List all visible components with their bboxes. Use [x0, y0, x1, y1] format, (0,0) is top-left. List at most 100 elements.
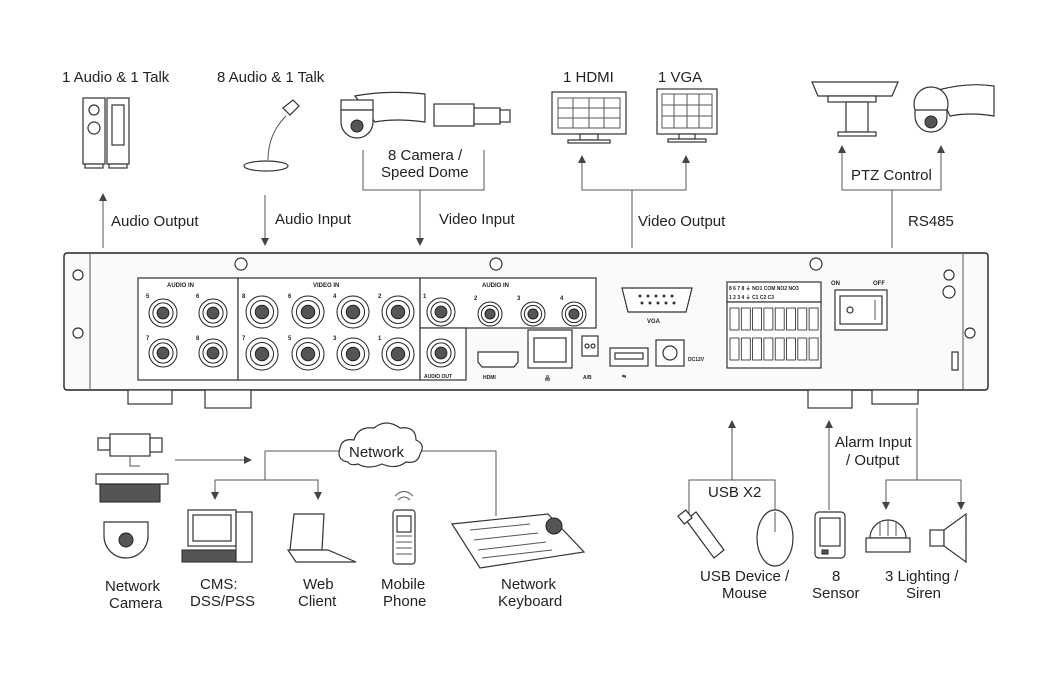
- alarm-terminal-pin: [740, 307, 751, 331]
- label-keyboard-l2: Keyboard: [498, 593, 562, 610]
- audio-in-right-label: AUDIO IN: [482, 283, 509, 289]
- ptz-camera-icon: [811, 81, 899, 137]
- network-camera-icon: [95, 433, 169, 559]
- label-network-camera-l1: Network: [105, 578, 161, 595]
- label-audio-in-device: 8 Audio & 1 Talk: [217, 69, 325, 86]
- audio-out-label: AUDIO OUT: [424, 374, 452, 380]
- label-mobile-l1: Mobile: [381, 576, 425, 593]
- vga-port-label: VGA: [647, 319, 661, 325]
- alarm-terminal-pin: [786, 337, 796, 361]
- label-usb-x2: USB X2: [708, 484, 761, 501]
- alarm-terminal-pin: [797, 337, 808, 361]
- video-in-port: 8: [242, 294, 279, 329]
- svg-text:2: 2: [378, 294, 382, 300]
- video-in-port: 6: [288, 294, 325, 329]
- box-camera-icon: [433, 103, 511, 127]
- hdmi-port-label: HDMI: [483, 375, 496, 381]
- alarm-terminal-pin: [740, 337, 751, 361]
- alarm-terminal-pin: [808, 337, 819, 361]
- alarm-terminal-pin: [763, 307, 774, 331]
- mobile-phone-icon: [392, 491, 416, 565]
- alarm-terminal-pin: [729, 337, 740, 361]
- video-in-port: 7: [242, 336, 279, 371]
- audio-in-port: 8: [196, 336, 228, 368]
- label-audio-input: Audio Input: [275, 211, 352, 228]
- svg-text:8: 8: [196, 336, 200, 342]
- alarm-terminal-pin: [797, 307, 808, 331]
- vga-port: VGA: [621, 287, 693, 325]
- audio-in-port: 3: [517, 296, 546, 327]
- label-ptz: PTZ Control: [851, 167, 932, 184]
- label-vga: 1 VGA: [658, 69, 702, 86]
- cms-computer-icon: [181, 509, 253, 563]
- label-video-input: Video Input: [439, 211, 515, 228]
- label-web-l2: Client: [298, 593, 337, 610]
- rs485-port: A/B: [581, 335, 599, 381]
- svg-text:5: 5: [146, 294, 150, 300]
- audio-in-port: 7: [146, 336, 178, 368]
- svg-text:品: 品: [545, 375, 550, 382]
- audio-in-port: 1: [423, 294, 456, 327]
- video-in-port: 2: [378, 294, 415, 329]
- svg-text:6: 6: [288, 294, 292, 300]
- label-audio-out-device: 1 Audio & 1 Talk: [62, 69, 170, 86]
- vga-monitor-icon: [656, 88, 718, 143]
- audio-in-left-block: AUDIO IN: [137, 277, 239, 381]
- svg-text:5: 5: [288, 336, 292, 342]
- svg-text:2: 2: [474, 296, 478, 302]
- dc-power-port: DC12V: [655, 339, 705, 367]
- label-usb-device-l2: Mouse: [722, 585, 767, 602]
- power-switch: ON OFF: [831, 281, 959, 371]
- network-cloud-icon: Network: [338, 422, 423, 468]
- label-camera-line2: Speed Dome: [381, 164, 469, 181]
- audio-in-left-label: AUDIO IN: [167, 283, 194, 289]
- label-web-l1: Web: [303, 576, 334, 593]
- label-network: Network: [349, 444, 405, 461]
- power-on-label: ON: [831, 281, 840, 287]
- svg-text:4: 4: [333, 294, 337, 300]
- power-off-label: OFF: [873, 281, 885, 287]
- video-in-label: VIDEO IN: [313, 283, 339, 289]
- alarm-terminal-pin: [774, 307, 785, 331]
- svg-text:1: 1: [378, 336, 382, 342]
- label-camera-line1: 8 Camera /: [388, 147, 463, 164]
- audio-in-port: 2: [474, 296, 503, 327]
- mouse-icon: [756, 509, 794, 567]
- microphone-icon: [243, 99, 300, 172]
- svg-text:3: 3: [333, 336, 337, 342]
- alarm-top-label: 8 6 7 8 ⏚ NO1 COM NO2 NO3: [729, 285, 799, 292]
- video-in-port: 1: [378, 336, 415, 371]
- audio-out-port: [426, 338, 456, 368]
- label-network-camera-l2: Camera: [109, 595, 163, 612]
- usb-port: ⇆: [609, 347, 649, 380]
- alarm-bottom-label: 1 2 3 4 ⏚ C1 C2 C3: [729, 294, 774, 301]
- video-in-port: 5: [288, 336, 325, 371]
- label-lighting-l1: 3 Lighting /: [885, 568, 959, 585]
- video-in-port: 3: [333, 336, 370, 371]
- alarm-terminal-pin: [808, 307, 819, 331]
- hdmi-port: HDMI: [477, 351, 519, 381]
- alarm-terminal-pin: [752, 307, 762, 331]
- label-audio-output: Audio Output: [111, 213, 199, 230]
- audio-in-port: 6: [196, 294, 228, 328]
- alarm-terminal-pin: [763, 337, 774, 361]
- audio-in-port: 4: [560, 296, 587, 327]
- label-video-output: Video Output: [638, 213, 726, 230]
- label-sensor-l2: Sensor: [812, 585, 860, 602]
- svg-text:8: 8: [242, 294, 246, 300]
- usb-stick-icon: [677, 509, 725, 559]
- speaker-icon: [82, 97, 130, 169]
- alarm-terminal-pin: [752, 337, 762, 361]
- video-in-port: 4: [333, 294, 370, 329]
- audio-in-port: 5: [146, 294, 178, 328]
- label-usb-device-l1: USB Device /: [700, 568, 790, 585]
- label-alarm-l2: / Output: [846, 452, 900, 469]
- svg-text:3: 3: [517, 296, 521, 302]
- bottom-connector-lines: [175, 408, 965, 516]
- label-mobile-l2: Phone: [383, 593, 426, 610]
- svg-text:4: 4: [560, 296, 564, 302]
- alarm-terminal-pin: [729, 307, 740, 331]
- label-lighting-l2: Siren: [906, 585, 941, 602]
- label-hdmi: 1 HDMI: [563, 69, 614, 86]
